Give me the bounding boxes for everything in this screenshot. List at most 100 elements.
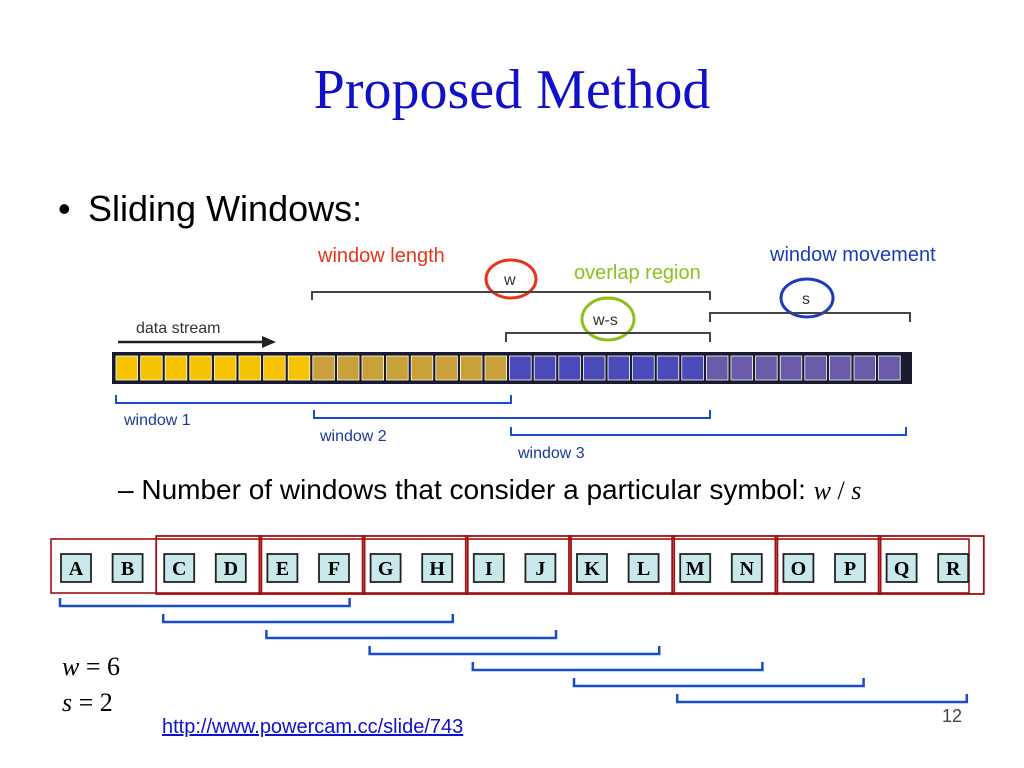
stream-cell [804, 355, 827, 381]
window1-bracket [115, 395, 512, 404]
symbol-label: F [328, 558, 340, 580]
stream-cell [853, 355, 877, 381]
stream-cell [435, 355, 458, 381]
w-label: w [503, 272, 516, 289]
symbol-pair-box [361, 535, 469, 595]
s-value: s = 2 [62, 688, 113, 718]
stream-cell [213, 355, 237, 381]
stream-cell [459, 355, 483, 381]
symbol-box [369, 553, 402, 583]
stream-cell [779, 355, 803, 381]
s-circle [779, 277, 835, 319]
stream-cell [706, 355, 729, 381]
symbol-window-bracket [58, 598, 351, 608]
symbol-box [679, 553, 712, 583]
symbol-pair-box [464, 535, 572, 595]
stream-cell [509, 355, 532, 381]
formula-w: w [813, 476, 831, 505]
bullet-sliding-windows: • Sliding Windows: [58, 188, 362, 230]
symbol-label: M [686, 558, 705, 580]
stream-cell [189, 355, 212, 381]
sub-bullet: – Number of windows that consider a part… [118, 474, 861, 506]
bullet-dot: • [58, 188, 71, 229]
w-var: w [62, 652, 80, 681]
stream-cell [755, 355, 778, 381]
window-movement-label: window movement [769, 244, 936, 266]
symbol-box [111, 553, 144, 583]
stream-cell [312, 355, 335, 381]
symbol-pair-box [671, 535, 779, 595]
symbol-label: J [535, 558, 545, 580]
window1-label: window 1 [123, 412, 191, 429]
sub-bullet-dash: – [118, 474, 134, 505]
stream-cell [878, 355, 901, 381]
stream-cell [681, 355, 704, 381]
w-eq: = 6 [79, 652, 121, 681]
symbol-window-bracket [675, 694, 969, 704]
stream-cell [829, 355, 852, 381]
slide-title: Proposed Method [313, 59, 711, 121]
formula: w / s [814, 476, 862, 505]
sub-bullet-text: Number of windows that consider a partic… [141, 474, 806, 505]
symbol-pair-box [258, 535, 366, 595]
stream-cell [115, 355, 139, 381]
symbol-label: H [429, 558, 445, 580]
symbol-label: P [844, 558, 856, 580]
s-label: s [802, 291, 810, 308]
ws-label: w-s [592, 312, 618, 329]
symbol-window-bracket [572, 678, 865, 688]
w-circle [484, 258, 538, 300]
symbol-box [524, 553, 557, 583]
formula-s: s [851, 476, 862, 505]
symbol-window-bracket [471, 662, 764, 672]
bracket-s [709, 312, 911, 322]
symbol-window-bracket [265, 630, 558, 640]
symbol-window-bracket [161, 614, 455, 624]
window3-label: window 3 [517, 445, 585, 462]
stream-cell [361, 355, 385, 381]
symbol-pair-box [568, 535, 676, 595]
bracket-w [311, 291, 711, 300]
stream-cell [558, 355, 581, 381]
symbol-label: D [224, 558, 238, 580]
bracket-ws [505, 332, 711, 342]
stream-cell [656, 355, 680, 381]
s-var: s [62, 688, 73, 717]
symbol-box [627, 553, 660, 583]
window2-label: window 2 [319, 428, 387, 445]
symbol-box [163, 553, 196, 583]
stream-cell [410, 355, 434, 381]
symbol-box [266, 553, 299, 583]
ws-circle [580, 296, 636, 342]
symbol-label: E [276, 558, 289, 580]
symbol-box [576, 553, 608, 583]
stream-cell [140, 355, 163, 381]
data-stream-arrowhead [262, 336, 276, 348]
s-eq: = 2 [72, 688, 113, 717]
symbol-label: A [69, 558, 84, 580]
stream-cell [336, 355, 360, 381]
stream-cell [484, 355, 508, 381]
symbol-label: G [378, 558, 394, 580]
stream-cell [533, 355, 557, 381]
symbol-label: L [637, 558, 650, 580]
symbol-box [834, 553, 866, 583]
symbol-pair-box [155, 535, 263, 595]
w-value: w = 6 [62, 652, 120, 682]
symbol-label: O [791, 558, 807, 580]
symbol-label: N [740, 558, 755, 580]
stream-cell [583, 355, 606, 381]
window-length-label: window length [317, 245, 445, 267]
source-link[interactable]: http://www.powercam.cc/slide/743 [162, 716, 464, 738]
overlap-region-label: overlap region [574, 262, 701, 284]
symbol-box [214, 553, 247, 583]
bullet-text: Sliding Windows: [88, 188, 363, 229]
symbol-box [885, 553, 918, 583]
page-number: 12 [942, 706, 963, 726]
stream-cell [607, 355, 631, 381]
stream-cell [730, 355, 754, 381]
data-stream-label: data stream [136, 320, 220, 337]
symbol-label: Q [894, 558, 910, 580]
symbol-box [421, 553, 454, 583]
